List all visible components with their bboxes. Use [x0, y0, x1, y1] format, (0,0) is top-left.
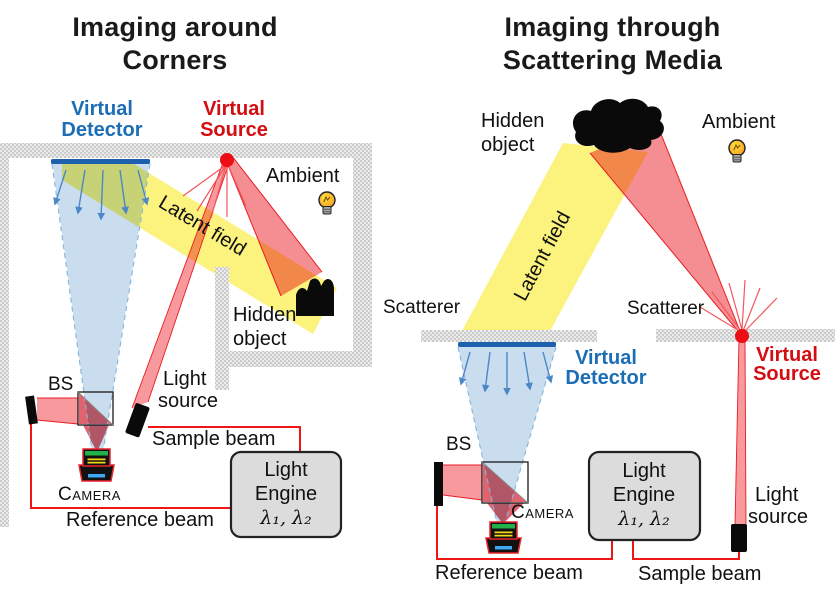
- left-ambient-label: Ambient: [266, 165, 340, 187]
- right-light-source-device: [731, 524, 747, 552]
- right-light-engine-lambdas: λ₁, λ₂: [618, 508, 670, 530]
- left-light-engine-label-1: Light: [264, 459, 308, 481]
- right-virtual-source-label-2: Source: [753, 363, 821, 385]
- left-light-engine-box: [229, 450, 343, 539]
- left-reference-beam-label: Reference beam: [66, 509, 214, 531]
- right-hidden-object-label-1: Hidden: [481, 110, 545, 132]
- left-mirror: [25, 395, 38, 425]
- left-virtual-source-dot: [220, 153, 234, 167]
- right-scatterer-left-label: Scatterer: [383, 297, 461, 318]
- right-detector-arrows: [458, 351, 554, 396]
- right-latent-field-beam: [462, 143, 648, 331]
- right-camera-label: Camera: [511, 502, 574, 523]
- right-bulb-icon: [728, 139, 746, 163]
- right-virtual-source-label-1: Virtual: [756, 344, 818, 366]
- left-hidden-object-label-2: object: [233, 328, 287, 350]
- left-detector-cone: [52, 160, 150, 451]
- right-ambient-label: Ambient: [702, 111, 776, 133]
- left-light-source-label-1: Light: [163, 368, 207, 390]
- left-source-rays: [182, 164, 247, 219]
- right-camera-device: [485, 521, 522, 554]
- left-light-source-label-2: source: [158, 390, 219, 412]
- right-virtual-detector-label-2: Detector: [565, 367, 647, 389]
- right-hidden-object-shape: [572, 98, 664, 153]
- right-wires: [436, 506, 740, 560]
- left-light-engine-lambdas: λ₁, λ₂: [260, 507, 312, 529]
- right-light-engine-box: [587, 450, 702, 542]
- right-title-line2: Scattering Media: [502, 45, 723, 75]
- right-virtual-source-dot: [735, 329, 749, 343]
- right-light-source-label-1: Light: [755, 484, 799, 506]
- left-sample-beam-label: Sample beam: [152, 428, 276, 450]
- left-bulb-icon: [318, 191, 336, 215]
- left-camera-label: Camera: [58, 484, 121, 505]
- right-reference-beam-label: Reference beam: [435, 562, 583, 584]
- left-virtual-detector-label-1: Virtual: [71, 98, 133, 120]
- left-hidden-object-label-1: Hidden: [233, 304, 297, 326]
- left-virtual-detector-bar: [51, 159, 150, 164]
- left-camera-device: [78, 448, 115, 482]
- left-detector-arrows: [53, 169, 150, 221]
- left-hidden-object-shape: [296, 278, 334, 316]
- right-source-illumination-beam: [734, 337, 747, 526]
- right-hidden-object-label-2: object: [481, 134, 535, 156]
- left-cone-edges: [51, 163, 151, 452]
- right-object-beam: [589, 123, 743, 337]
- left-bs-label: BS: [48, 374, 74, 395]
- left-light-engine-label-2: Engine: [254, 483, 318, 505]
- left-light-source-device: [125, 403, 150, 438]
- right-source-rays: [699, 279, 778, 333]
- left-title-line1: Imaging around: [72, 12, 278, 42]
- right-scatterer-bars: [421, 329, 835, 342]
- left-title-line2: Corners: [122, 45, 228, 75]
- right-light-source-label-2: source: [748, 506, 809, 528]
- left-virtual-source-label-2: Source: [200, 119, 268, 141]
- right-light-engine-label-2: Engine: [612, 484, 676, 506]
- left-virtual-detector-label-2: Detector: [61, 119, 143, 141]
- right-beam-splitter: [481, 461, 529, 504]
- left-wires: [30, 424, 301, 509]
- right-light-engine-label-1: Light: [622, 460, 666, 482]
- right-scatterer-right-label: Scatterer: [627, 298, 705, 319]
- right-bs-label: BS: [446, 434, 472, 455]
- right-virtual-detector-label-1: Virtual: [575, 347, 637, 369]
- right-title-line1: Imaging through: [504, 12, 721, 42]
- right-virtual-detector-bar: [458, 342, 556, 347]
- left-beam-splitter: [77, 391, 114, 426]
- right-sample-beam-label: Sample beam: [638, 563, 762, 585]
- right-mirror: [434, 462, 443, 506]
- left-object-beam: [224, 155, 323, 297]
- left-wall: [0, 143, 372, 527]
- left-virtual-source-label-1: Virtual: [203, 98, 265, 120]
